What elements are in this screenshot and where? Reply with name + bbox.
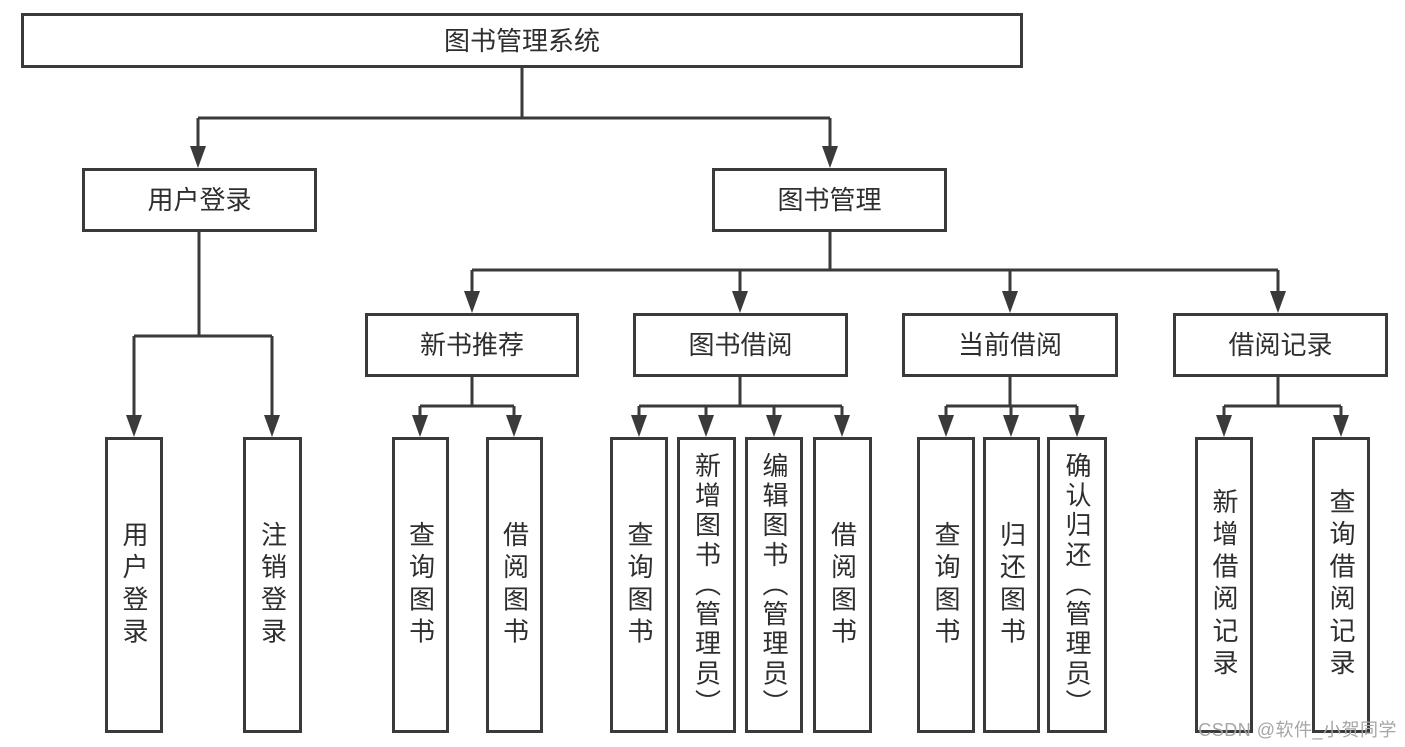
node-book-borrowing: 图书借阅 xyxy=(633,313,848,377)
node-user-login: 用户登录 xyxy=(82,168,317,232)
leaf-query-borrow-record: 查询借阅记录 xyxy=(1312,437,1370,733)
node-library-system: 图书管理系统 xyxy=(21,13,1023,68)
leaf-add-borrow-record: 新增借阅记录 xyxy=(1195,437,1253,733)
leaf-confirm-return-admin: 确认归还（管理员） xyxy=(1047,437,1107,733)
node-current-borrowing: 当前借阅 xyxy=(902,313,1118,377)
leaf-borrow-books-recommend: 借阅图书 xyxy=(486,437,543,733)
arrowheads xyxy=(126,146,1349,437)
leaf-edit-books-admin: 编辑图书（管理员） xyxy=(745,437,803,733)
leaf-add-books-admin: 新增图书（管理员） xyxy=(677,437,736,733)
leaf-borrow-books-borrowing: 借阅图书 xyxy=(813,437,872,733)
csdn-watermark: CSDN @软件_小贺同学 xyxy=(1198,720,1397,740)
leaf-logout: 注销登录 xyxy=(243,437,302,733)
leaf-query-books-borrowing: 查询图书 xyxy=(610,437,668,733)
leaf-user-login: 用户登录 xyxy=(105,437,163,733)
node-book-management: 图书管理 xyxy=(712,168,947,232)
node-new-book-recommend: 新书推荐 xyxy=(365,313,579,377)
node-borrowing-records: 借阅记录 xyxy=(1173,313,1388,377)
leaf-query-books-current: 查询图书 xyxy=(917,437,975,733)
leaf-return-books: 归还图书 xyxy=(983,437,1040,733)
leaf-query-books-recommend: 查询图书 xyxy=(392,437,449,733)
